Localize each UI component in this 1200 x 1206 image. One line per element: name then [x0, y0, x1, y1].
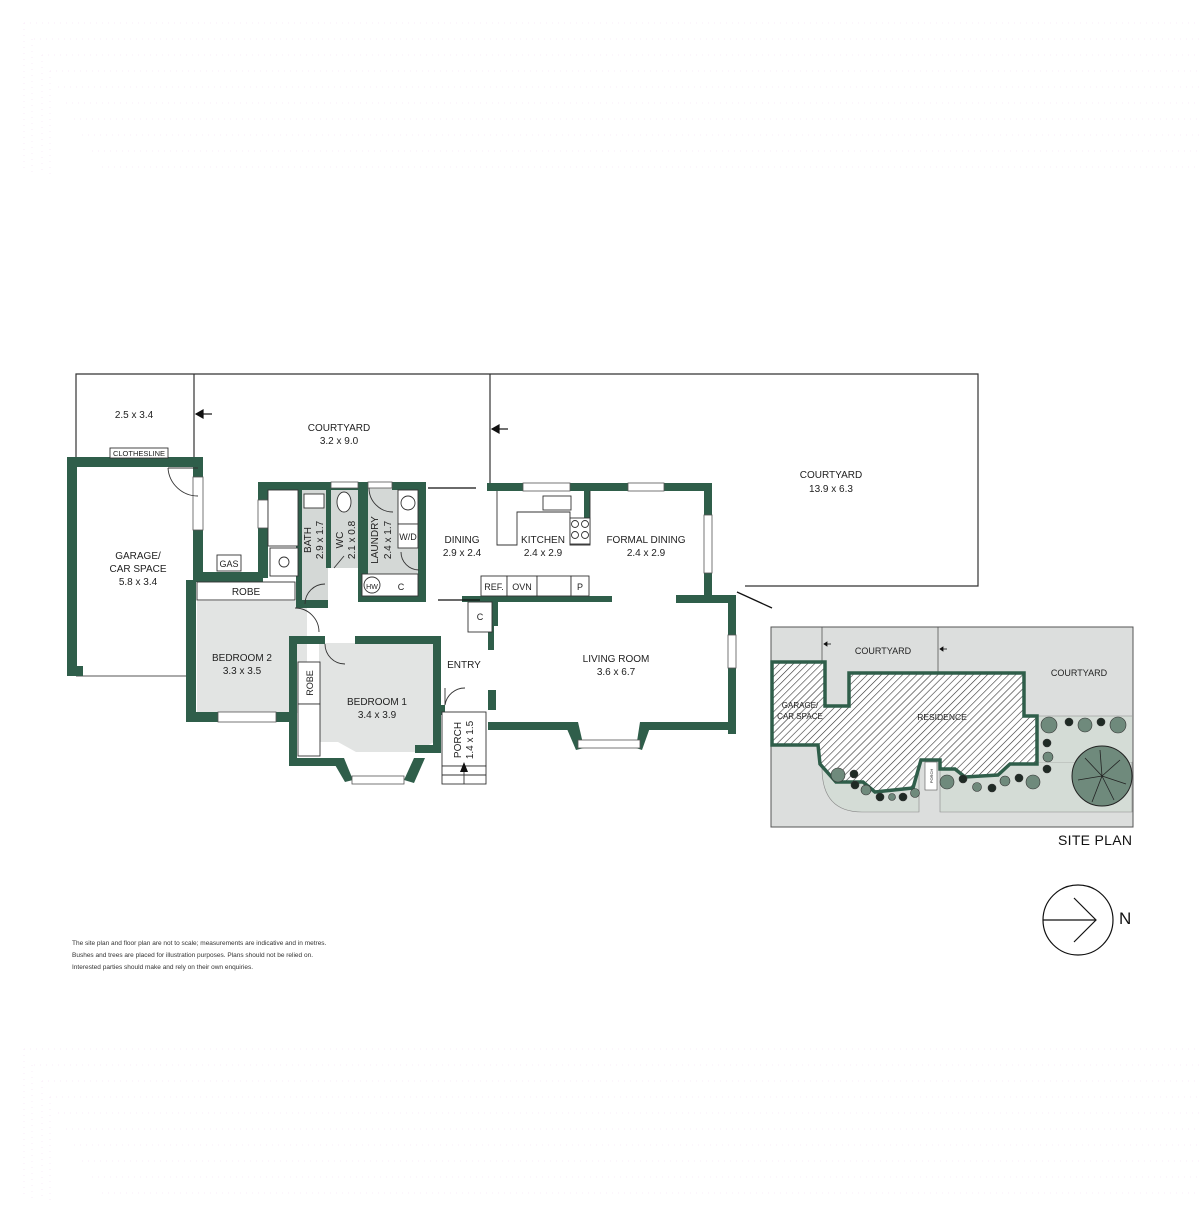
svg-text:BEDROOM 2: BEDROOM 2 — [212, 653, 272, 664]
svg-text:BATH: BATH — [303, 527, 314, 553]
fixtures — [109, 447, 591, 785]
svg-text:13.9 x 6.3: 13.9 x 6.3 — [809, 484, 853, 495]
svg-text:BEDROOM 1: BEDROOM 1 — [347, 697, 407, 708]
robe-bedroom2 — [196, 581, 296, 601]
sliding-doors — [428, 487, 480, 601]
room-labels: 2.5 x 3.4 COURTYARD 3.2 x 9.0 COURTYARD … — [109, 410, 862, 759]
north-arrow-icon — [1042, 884, 1114, 956]
outdoor-boundaries — [75, 373, 979, 677]
svg-text:WC: WC — [335, 532, 346, 549]
door-swings — [167, 467, 466, 706]
svg-text:3.4 x 3.9: 3.4 x 3.9 — [358, 710, 397, 721]
svg-text:CAR SPACE: CAR SPACE — [777, 712, 823, 721]
svg-text:LIVING ROOM: LIVING ROOM — [583, 654, 650, 665]
svg-text:COURTYARD: COURTYARD — [1051, 668, 1108, 678]
fixture-labels: CLOTHESLINE GAS ROBE ROBE W/D HW C C REF… — [113, 449, 583, 696]
svg-text:OVN: OVN — [512, 582, 532, 592]
svg-text:1.4 x 1.5: 1.4 x 1.5 — [465, 720, 476, 759]
svg-text:5.8 x 3.4: 5.8 x 3.4 — [119, 577, 158, 588]
svg-text:DINING: DINING — [445, 535, 480, 546]
svg-text:2.4 x 2.9: 2.4 x 2.9 — [524, 548, 563, 559]
svg-text:GARAGE/: GARAGE/ — [115, 551, 161, 562]
svg-text:GAS: GAS — [219, 559, 238, 569]
clothesline-box — [109, 447, 169, 459]
watermark-pattern-top — [23, 22, 1200, 175]
svg-text:C: C — [398, 582, 405, 592]
disclaimer-text: The site plan and floor plan are not to … — [72, 938, 326, 974]
svg-text:P: P — [577, 582, 583, 592]
svg-text:LAUNDRY: LAUNDRY — [370, 516, 381, 564]
svg-text:REF.: REF. — [484, 582, 504, 592]
svg-text:PORCH: PORCH — [453, 722, 464, 758]
svg-text:GARAGE/: GARAGE/ — [782, 701, 819, 710]
svg-text:COURTYARD: COURTYARD — [800, 470, 862, 481]
porch-step-arrow-icon — [460, 762, 468, 772]
north-label: N — [1119, 909, 1132, 928]
svg-text:2.5 x 3.4: 2.5 x 3.4 — [115, 410, 154, 421]
svg-text:COURTYARD: COURTYARD — [308, 423, 370, 434]
svg-text:2.4 x 1.7: 2.4 x 1.7 — [383, 520, 394, 559]
svg-text:2.9 x 2.4: 2.9 x 2.4 — [443, 548, 482, 559]
site-plan-title: SITE PLAN — [1058, 832, 1133, 848]
svg-text:ROBE: ROBE — [232, 587, 261, 598]
site-plan: COURTYARD COURTYARD GARAGE/ CAR SPACE RE… — [770, 626, 1134, 828]
svg-text:CLOTHESLINE: CLOTHESLINE — [113, 449, 165, 458]
svg-text:COURTYARD: COURTYARD — [855, 646, 912, 656]
svg-text:FORMAL DINING: FORMAL DINING — [606, 535, 685, 546]
windows — [192, 476, 737, 785]
svg-text:ROBE: ROBE — [305, 670, 315, 696]
svg-text:RESIDENCE: RESIDENCE — [917, 712, 967, 722]
gate-icon — [736, 591, 773, 609]
svg-text:ENTRY: ENTRY — [447, 660, 481, 671]
svg-text:3.6 x 6.7: 3.6 x 6.7 — [597, 667, 636, 678]
disclaimer-line: Interested parties should make and rely … — [72, 964, 254, 971]
svg-text:KITCHEN: KITCHEN — [521, 535, 565, 546]
svg-text:HW: HW — [366, 584, 378, 591]
svg-text:2.1 x 0.8: 2.1 x 0.8 — [347, 520, 358, 559]
disclaimer-line: The site plan and floor plan are not to … — [72, 940, 327, 947]
disclaimer-line: Bushes and trees are placed for illustra… — [72, 952, 314, 959]
svg-text:3.3 x 3.5: 3.3 x 3.5 — [223, 666, 262, 677]
svg-text:C: C — [477, 612, 484, 622]
walls — [67, 457, 736, 783]
courtyard-access-arrow-icon — [194, 408, 508, 435]
svg-text:3.2 x 9.0: 3.2 x 9.0 — [320, 436, 359, 447]
svg-text:2.9 x 1.7: 2.9 x 1.7 — [315, 520, 326, 559]
watermark-pattern-bottom — [23, 1048, 1200, 1201]
svg-text:W/D: W/D — [399, 532, 417, 542]
svg-text:PORCH: PORCH — [929, 769, 934, 784]
svg-text:CAR SPACE: CAR SPACE — [109, 564, 166, 575]
svg-text:2.4 x 2.9: 2.4 x 2.9 — [627, 548, 666, 559]
gas-meter-box — [216, 554, 242, 572]
